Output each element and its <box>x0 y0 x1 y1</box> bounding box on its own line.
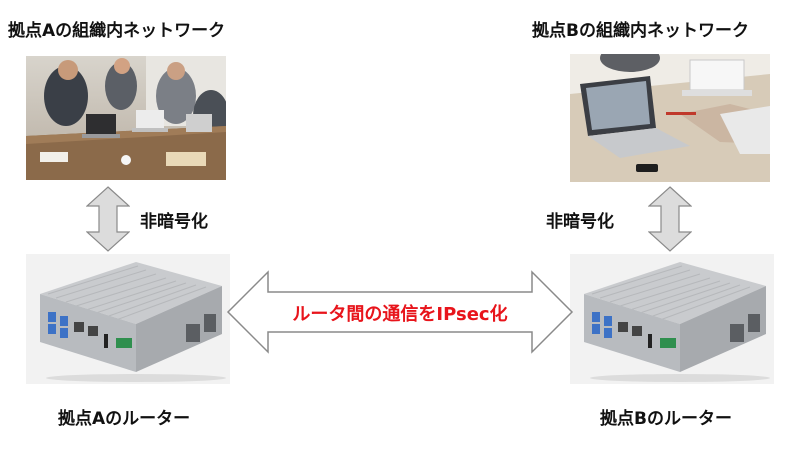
site-a-router-image <box>26 254 230 384</box>
site-b-vertical-arrow <box>648 186 692 252</box>
site-b-router-image <box>570 254 774 384</box>
site-b-network-title: 拠点Bの組織内ネットワーク <box>532 21 749 41</box>
site-a-unencrypted-label: 非暗号化 <box>140 212 208 232</box>
site-a-office-photo <box>26 56 226 180</box>
ipsec-label: ルータ間の通信をIPsec化 <box>292 304 508 325</box>
site-b-router-label: 拠点Bのルーター <box>600 409 732 429</box>
ipsec-double-arrow <box>226 270 574 354</box>
site-a-network-title: 拠点Aの組織内ネットワーク <box>8 21 226 41</box>
site-a-vertical-arrow <box>86 186 130 252</box>
site-b-unencrypted-label: 非暗号化 <box>546 212 614 232</box>
site-a-router-label: 拠点Aのルーター <box>58 409 191 429</box>
site-b-office-photo <box>570 54 770 182</box>
